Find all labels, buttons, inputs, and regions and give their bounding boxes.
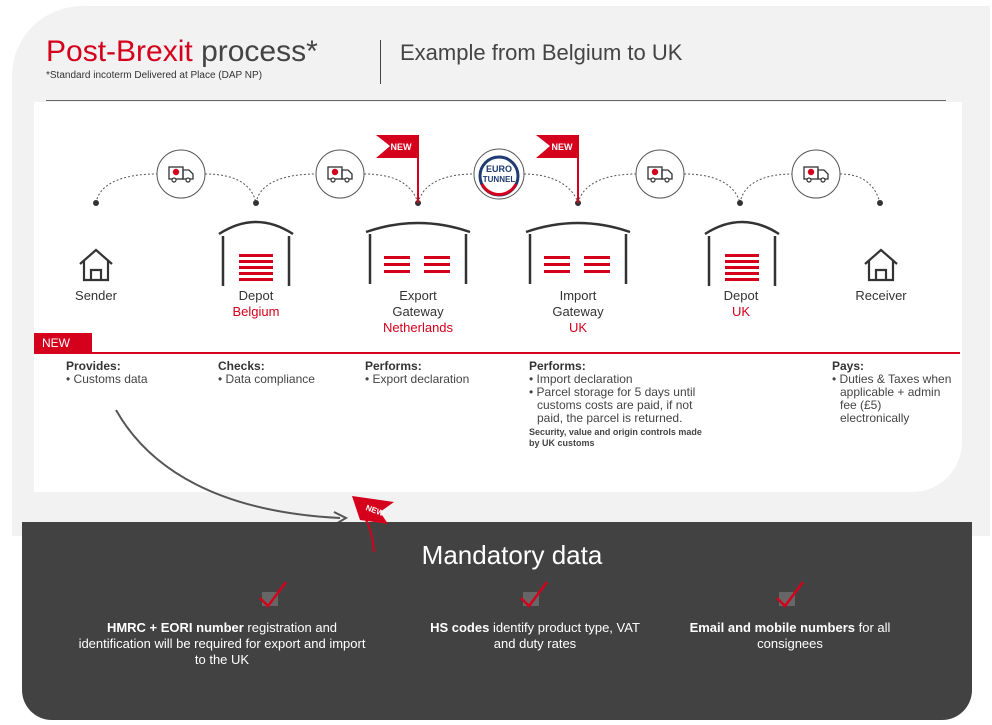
detail-item: • Data compliance [218, 372, 315, 386]
node-label: Export Gateway [392, 288, 444, 319]
detail-item: • Export declaration [365, 372, 470, 386]
detail-item: • Duties & Taxes when applicable + admin… [832, 372, 952, 425]
detail-item: • Customs data [66, 372, 148, 386]
detail-heading: Checks: [218, 359, 265, 373]
detail-import-gateway: Performs: • Import declaration • Parcel … [529, 360, 709, 449]
node-label: Receiver [855, 288, 907, 303]
title-separator [380, 40, 381, 84]
section-divider [34, 352, 960, 354]
node-export-gateway: Export Gateway Netherlands [353, 288, 483, 336]
node-country: Netherlands [382, 320, 454, 335]
mandatory-item-text: for all consignees [757, 620, 891, 651]
truck-icon [791, 149, 841, 199]
detail-note: Security, value and origin controls made… [529, 427, 702, 448]
flow-arrow [115, 409, 349, 526]
mandatory-item-bold: HS codes [430, 620, 490, 635]
truck-icon [315, 149, 365, 199]
detail-depot-belgium: Checks: • Data compliance [218, 360, 348, 386]
eurotunnel-logo: EURO TUNNEL [473, 148, 525, 200]
title-red: Post-Brexit [46, 35, 193, 68]
mandatory-item-bold: HMRC + EORI number [106, 620, 244, 635]
node-depot-uk: Depot UK [676, 288, 806, 320]
new-tag: NEW [34, 333, 92, 353]
mandatory-item-hmrc: HMRC + EORI number registration and iden… [72, 620, 372, 668]
node-import-gateway: Import Gateway UK [513, 288, 643, 336]
page-title: Post-Brexit process* *Standard incoterm … [46, 35, 318, 82]
new-flag-label: NEW [552, 142, 574, 152]
truck-icon [156, 149, 206, 199]
route-stops [93, 200, 883, 206]
page-subtitle: Example from Belgium to UK [400, 40, 683, 65]
mandatory-item-text: registration and identification will be … [78, 620, 366, 667]
node-country: UK [731, 304, 751, 319]
eurotunnel-line2: TUNNEL [483, 175, 516, 184]
sender-house-icon [78, 248, 114, 282]
depot-warehouse-icon [217, 220, 295, 288]
eurotunnel-line1: EURO [486, 164, 512, 174]
new-flag-label: NEW [391, 142, 413, 152]
mandatory-item-email: Email and mobile numbers for all consign… [680, 620, 900, 652]
depot-warehouse-icon [703, 220, 781, 288]
detail-heading: Pays: [832, 359, 865, 373]
node-depot-belgium: Depot Belgium [191, 288, 321, 320]
node-label: Import Gateway [552, 288, 604, 319]
mandatory-item-hs-codes: HS codes identify product type, VAT and … [430, 620, 640, 652]
new-flag-import: NEW [536, 135, 579, 203]
mandatory-title: Mandatory data [421, 540, 603, 570]
receiver-house-icon [863, 248, 899, 282]
title-footnote: *Standard incoterm Delivered at Place (D… [46, 70, 263, 81]
node-label: Depot [238, 288, 274, 303]
title-dark: process* [201, 35, 318, 68]
node-country: UK [568, 320, 588, 335]
detail-receiver: Pays: • Duties & Taxes when applicable +… [832, 360, 952, 425]
detail-heading: Performs: [529, 359, 586, 373]
new-flag-export: NEW [376, 135, 419, 203]
route-dotted-line [95, 173, 881, 204]
export-warehouse-icon [364, 221, 472, 286]
mandatory-item-text: identify product type, VAT and duty rate… [489, 620, 640, 651]
detail-item: • Parcel storage for 5 days until custom… [529, 385, 696, 425]
title-rule [46, 100, 946, 101]
truck-icon [635, 149, 685, 199]
node-label: Sender [75, 288, 117, 303]
node-country: Belgium [232, 304, 280, 319]
detail-export-gateway: Performs: • Export declaration [365, 360, 505, 386]
node-label: Depot [723, 288, 759, 303]
node-receiver: Receiver [816, 288, 946, 304]
detail-heading: Provides: [66, 359, 121, 373]
mandatory-panel [22, 522, 972, 720]
detail-item: • Import declaration [529, 372, 633, 386]
import-warehouse-icon [524, 221, 632, 286]
detail-heading: Performs: [365, 359, 422, 373]
mandatory-item-bold: Email and mobile numbers [689, 620, 856, 635]
detail-sender: Provides: • Customs data [66, 360, 186, 386]
node-sender: Sender [31, 288, 161, 304]
